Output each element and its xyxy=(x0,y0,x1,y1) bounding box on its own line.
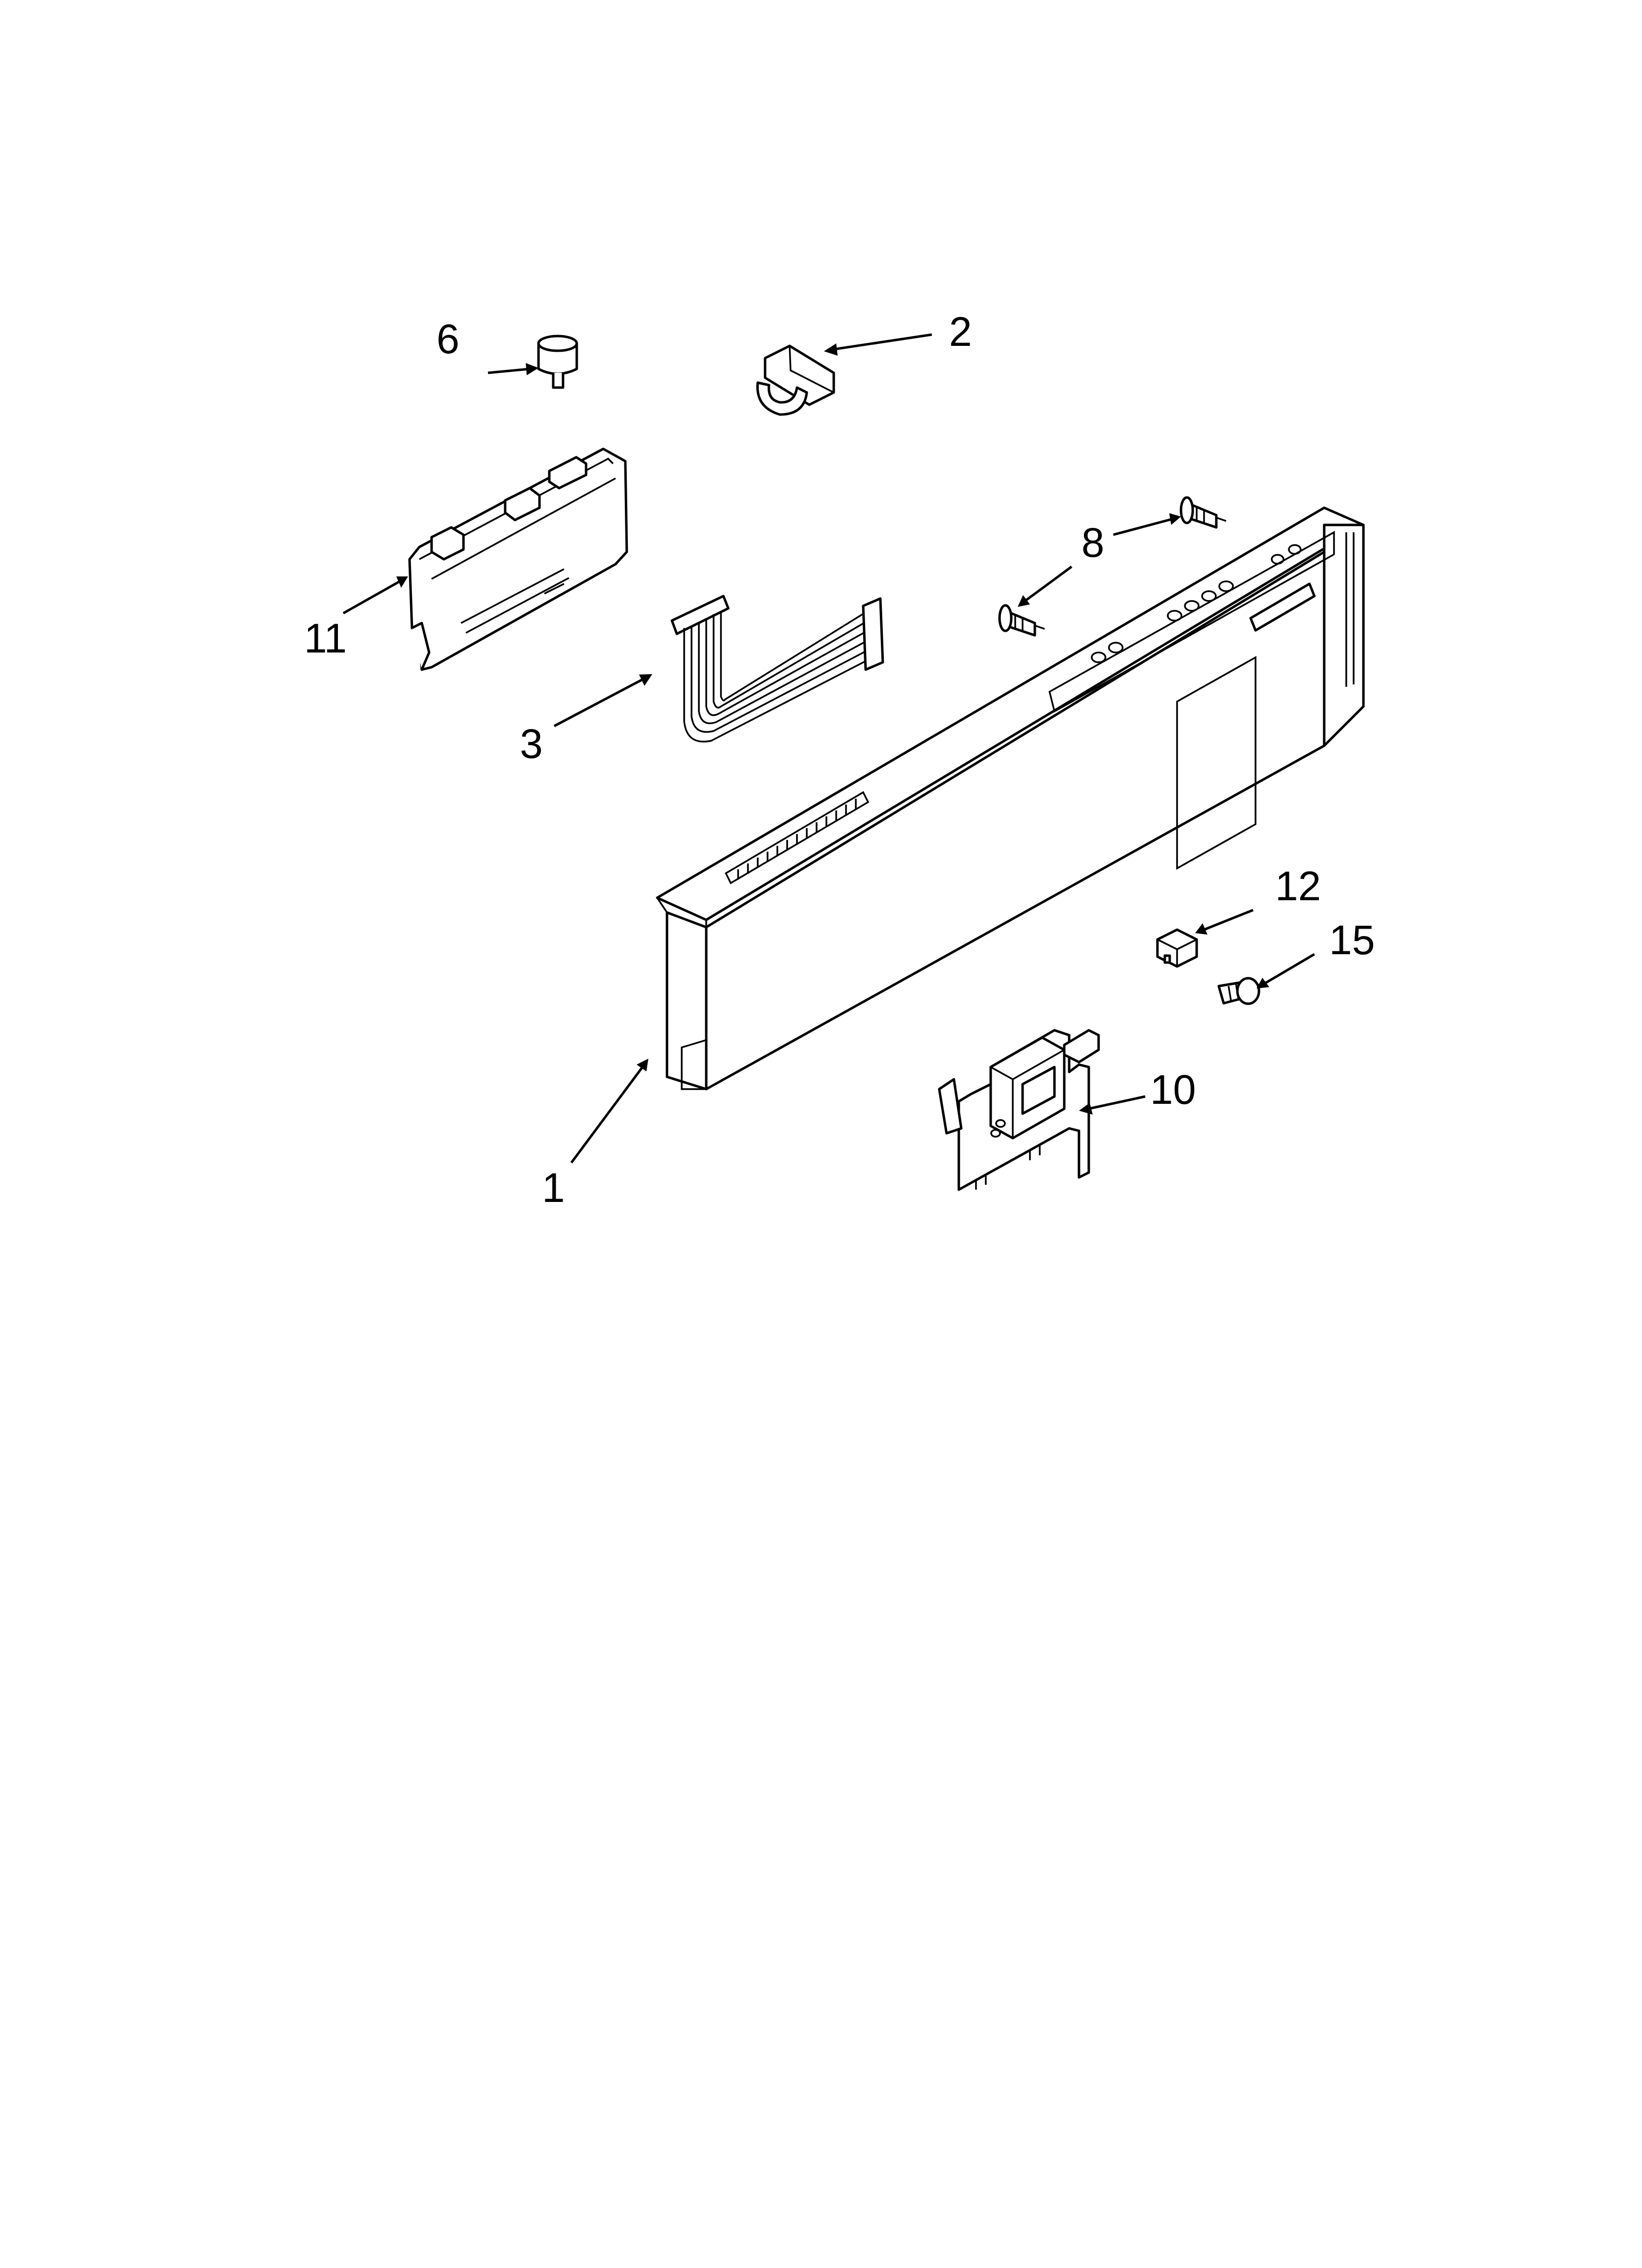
arrow-3 xyxy=(553,678,643,728)
callout-labels: 6 2 11 3 8 12 15 10 1 xyxy=(304,309,1375,1211)
arrow-11 xyxy=(342,580,401,615)
part-8-screws xyxy=(998,496,1227,637)
arrow-15 xyxy=(1263,953,1315,985)
arrow-1 xyxy=(570,1066,644,1164)
callout-6: 6 xyxy=(436,316,460,362)
part-1-console-panel xyxy=(656,506,1365,1091)
arrow-8b xyxy=(1024,565,1073,602)
arrow-12 xyxy=(1204,909,1254,931)
vent-slots xyxy=(724,791,870,885)
part-11-control-board xyxy=(408,447,628,671)
part-12-switch xyxy=(1156,928,1198,968)
console-buttons xyxy=(1091,544,1302,663)
part-6-cap xyxy=(537,335,578,389)
callout-11: 11 xyxy=(304,615,347,661)
part-15-screw xyxy=(1217,977,1260,1005)
callout-3: 3 xyxy=(520,721,543,767)
callout-8: 8 xyxy=(1081,520,1104,566)
part-2-clip xyxy=(756,344,835,416)
arrow-2 xyxy=(833,333,932,351)
arrow-6 xyxy=(487,367,530,374)
arrow-8a xyxy=(1113,518,1173,536)
part-10-bracket xyxy=(938,1029,1100,1191)
leader-arrows xyxy=(342,333,1315,1164)
callout-1: 1 xyxy=(542,1165,565,1211)
callout-12: 12 xyxy=(1275,863,1321,909)
callout-10: 10 xyxy=(1150,1067,1196,1113)
part-3-wire-harness xyxy=(670,595,884,743)
callout-15: 15 xyxy=(1329,917,1375,963)
arrow-10 xyxy=(1088,1095,1146,1110)
callout-2: 2 xyxy=(949,309,972,355)
